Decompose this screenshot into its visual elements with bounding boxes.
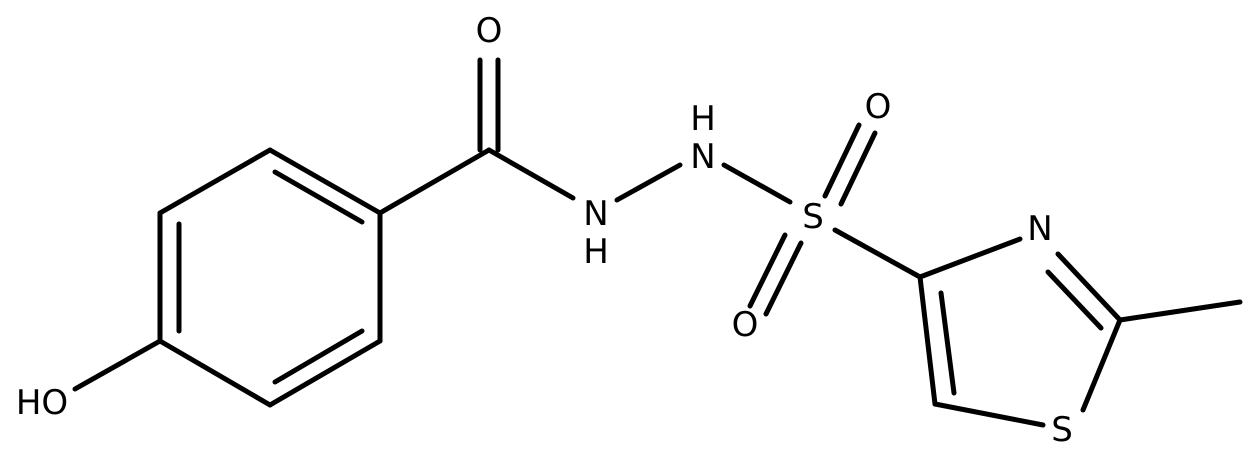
thiazole-sulfur-label: S xyxy=(1051,410,1073,450)
hydroxyl-label: HO xyxy=(16,383,68,423)
thiazole-c2-s1 xyxy=(1080,317,1123,413)
nh-upper-n-label: N xyxy=(690,137,715,177)
ring-to-carbonyl-bond xyxy=(377,147,492,216)
nh-nh-bond xyxy=(614,162,683,203)
benzene-bond-6 xyxy=(157,147,273,216)
sulfur-to-thiazole-bond xyxy=(832,227,923,280)
sulfonyl-oxygen-top-label: O xyxy=(865,87,892,127)
hydroxyl-bond xyxy=(72,338,163,392)
sulfonyl-oxygen-bottom-label: O xyxy=(732,305,759,345)
sulfonyl-double-top-a xyxy=(822,122,862,199)
thiazole-c5-c4 xyxy=(917,274,938,407)
sulfonyl-double-top-b xyxy=(838,130,878,207)
thiazole-nitrogen-label: N xyxy=(1027,209,1052,249)
nh-lower-h-label: H xyxy=(583,232,609,272)
benzene-ring xyxy=(157,147,383,408)
sulfonyl-double-bottom-b xyxy=(763,240,804,317)
thiazole-ring xyxy=(917,236,1123,428)
thiazole-n3-c2-inner xyxy=(1045,269,1104,331)
nh-lower-n-label: N xyxy=(583,194,608,234)
sulfonyl-sulfur-label: S xyxy=(802,197,824,237)
thiazole-c4-n3 xyxy=(917,236,1023,280)
benzene-double-inner-2 xyxy=(272,328,365,385)
thiazole-n3-c2 xyxy=(1055,251,1123,323)
nh-upper-h-label: H xyxy=(690,99,716,139)
thiazole-c5-c4-inner xyxy=(938,290,957,396)
nh-to-sulfur-bond xyxy=(721,162,793,205)
benzene-bond-3 xyxy=(267,338,383,408)
thiazole-s1-c5 xyxy=(932,401,1046,428)
sulfonyl-double-bottom-a xyxy=(747,232,788,309)
benzene-bond-1 xyxy=(267,147,383,216)
carbonyl-oxygen-label: O xyxy=(476,11,503,51)
benzene-bond-4 xyxy=(157,338,273,408)
benzene-double-inner-1 xyxy=(272,169,365,225)
methyl-bond xyxy=(1117,299,1243,323)
carbonyl-to-nh-bond xyxy=(486,147,576,201)
